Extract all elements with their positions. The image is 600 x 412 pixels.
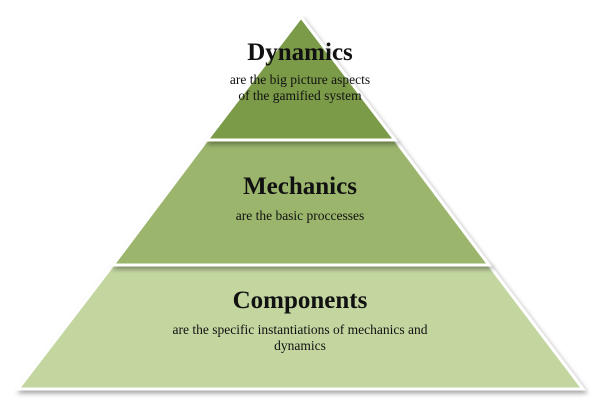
tier-components-title: Components [232,287,368,314]
tier-dynamics-text: Dynamics are the big picture aspects of … [0,38,600,104]
tier-mechanics-text: Mechanics are the basic proccesses [0,172,600,224]
tier-mechanics-description-line: are the basic proccesses [235,208,365,223]
tier-components-description: are the specific instantiations of mecha… [0,322,600,354]
tier-dynamics-description-line: are the big picture aspects [229,72,371,87]
tier-components-text: Components are the specific instantiatio… [0,286,600,354]
tier-dynamics-title: Dynamics [247,39,353,66]
tier-components-description-line: are the specific instantiations of mecha… [172,322,428,337]
tier-components-description-line: dynamics [274,338,326,353]
tier-mechanics-description: are the basic proccesses [0,208,600,224]
tier-mechanics-title: Mechanics [243,173,357,200]
tier-dynamics-description-line: of the gamified system [238,88,362,103]
tier-dynamics-shape [203,14,399,142]
tier-dynamics-description: are the big picture aspects of the gamif… [0,72,600,104]
